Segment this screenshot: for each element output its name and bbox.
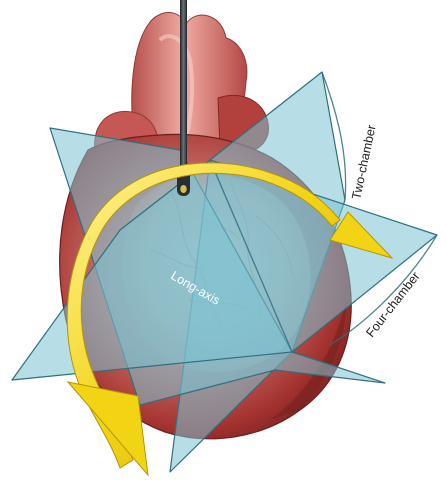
two-chamber-label: Two-chamber <box>349 124 378 201</box>
probe-transducer <box>180 185 186 193</box>
probe-shaft <box>180 0 187 180</box>
rotation-arrowhead-bottom <box>68 382 148 475</box>
